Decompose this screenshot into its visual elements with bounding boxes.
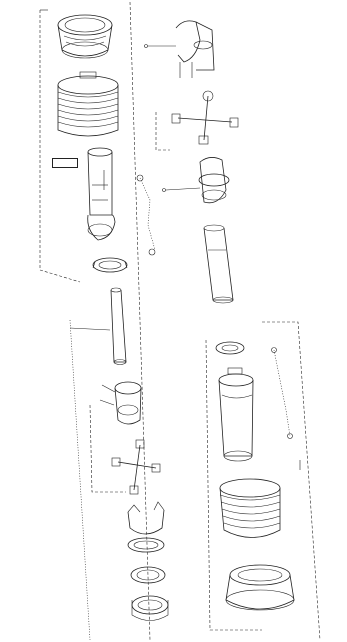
safety-chain-right <box>271 347 293 439</box>
warning-label <box>52 158 78 168</box>
left-guide-line <box>69 319 91 641</box>
yoke-right-top <box>144 20 215 78</box>
yoke-left <box>99 381 142 425</box>
cross-spider-left <box>111 439 161 495</box>
inner-tube-assembly <box>87 147 116 241</box>
bottom-yoke-stack <box>127 501 169 621</box>
right-lower-frame <box>205 321 321 641</box>
yoke-right-middle <box>162 157 230 204</box>
left-frame-line <box>39 10 81 283</box>
shaft-tube-left <box>69 287 127 365</box>
shaft-tube-right <box>203 224 234 304</box>
left-assembly-frame <box>39 1 151 641</box>
center-guide-line <box>129 1 151 641</box>
inner-tube-right <box>218 367 254 462</box>
lock-ring-right <box>215 341 245 355</box>
lock-ring-left <box>92 257 128 273</box>
bottom-bell-ring <box>225 564 295 611</box>
cross-journal-right <box>155 90 239 151</box>
left-lower-bracket <box>89 404 126 493</box>
ribbed-guard <box>57 71 119 137</box>
top-bell-ring <box>57 14 113 59</box>
safety-chain-left <box>136 174 156 256</box>
ribbed-guard-right <box>219 478 281 538</box>
